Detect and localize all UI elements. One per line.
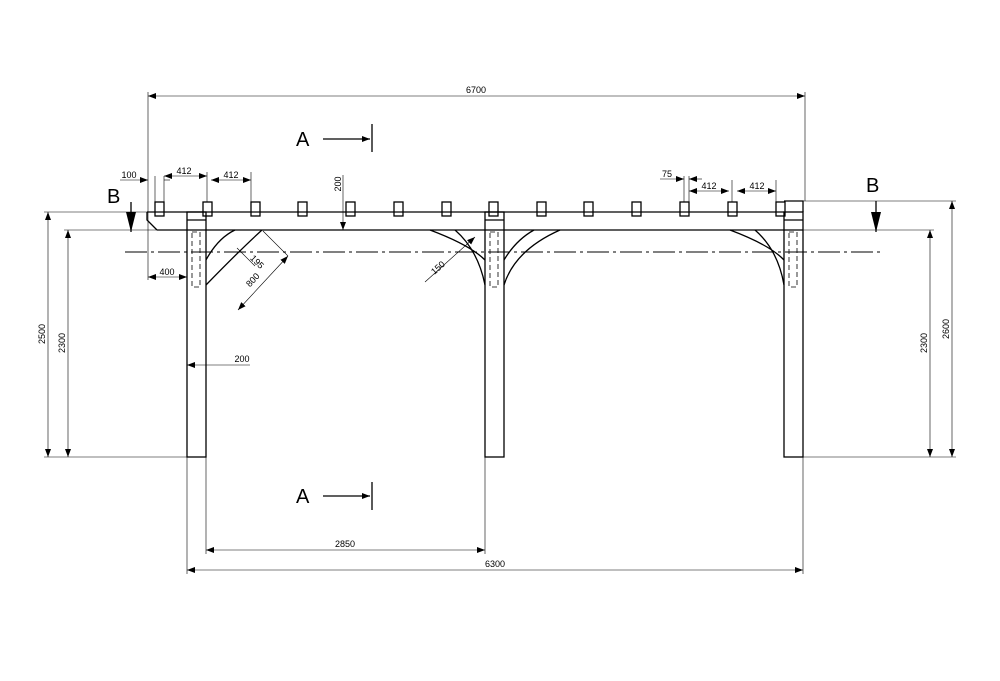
braces [205, 229, 785, 286]
dim-rafter-spacing-3: 412 [701, 181, 716, 191]
section-label-b: B [107, 186, 120, 208]
dim-height-left-outer: 2500 [37, 324, 47, 344]
dim-height-right-outer: 2600 [941, 319, 951, 339]
section-marker-a-top: A [296, 124, 373, 152]
extension-lines [44, 92, 956, 574]
section-marker-b-left: B [107, 186, 136, 232]
dim-beam-depth: 200 [333, 176, 343, 191]
rafters [154, 201, 786, 217]
dim-brace-length: 800 [244, 271, 262, 289]
dimension-lines [45, 93, 955, 573]
section-label-b: B [866, 175, 879, 197]
dim-height-left-inner: 2300 [57, 333, 67, 353]
dim-rafter-spacing-4: 412 [749, 181, 764, 191]
dim-rafter-width: 75 [662, 169, 672, 179]
dim-brace-width: 195 [248, 253, 266, 271]
post-center [484, 211, 505, 458]
dim-rafter-spacing-2: 412 [223, 170, 238, 180]
dim-post-width: 200 [234, 354, 249, 364]
dim-height-right-inner: 2300 [919, 333, 929, 353]
section-label-a: A [296, 486, 310, 508]
post-left [186, 211, 207, 458]
section-marker-a-bottom: A [296, 482, 373, 510]
dim-post-spacing: 2850 [335, 539, 355, 549]
post-right [783, 211, 804, 458]
dim-overhang-400: 400 [159, 267, 174, 277]
section-label-a: A [296, 129, 310, 151]
dim-overall-bottom: 6300 [485, 559, 505, 569]
dim-overhang-100: 100 [121, 170, 136, 180]
section-marker-b-right: B [866, 175, 881, 232]
dim-rafter-spacing-1: 412 [176, 166, 191, 176]
dim-brace-offset: 150 [429, 259, 447, 276]
dim-overall-top: 6700 [466, 85, 486, 95]
main-beam [146, 200, 804, 231]
